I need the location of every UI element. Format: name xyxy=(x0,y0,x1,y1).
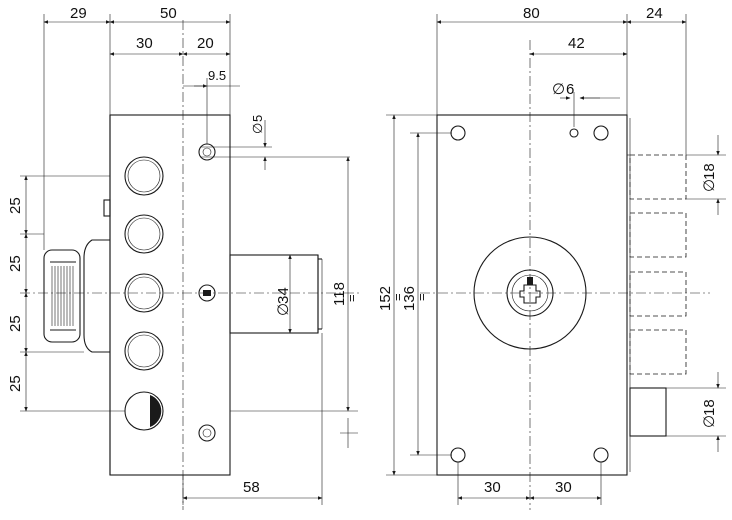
dim-20: 20 xyxy=(197,35,214,52)
dim-30-bottom-b: 30 xyxy=(555,479,572,496)
dim-diameter-18-b-symbol: ∅ xyxy=(701,415,718,428)
dim-50: 50 xyxy=(160,5,177,22)
dim-9-5: 9.5 xyxy=(208,68,226,83)
dim-25-d: 25 xyxy=(7,375,24,392)
cylinder-bolt xyxy=(229,254,323,334)
dim-25-b: 25 xyxy=(7,255,24,272)
right-view: 80 24 42 ∅ 6 152 = 136 = ∅ 18 xyxy=(377,5,726,510)
dim-diameter-6: 6 xyxy=(566,81,574,98)
bolts-front xyxy=(627,154,687,437)
dim-136-tolerance: = xyxy=(414,293,429,301)
dim-118-tolerance: = xyxy=(344,294,359,302)
dim-58: 58 xyxy=(243,479,260,496)
bolt-openings xyxy=(124,156,164,431)
dim-25-c: 25 xyxy=(7,315,24,332)
dim-diameter-5-symbol: ∅ xyxy=(250,123,265,134)
dim-136: 136 xyxy=(401,286,418,311)
dim-diameter-6-symbol: ∅ xyxy=(552,81,565,98)
dim-25-a: 25 xyxy=(7,197,24,214)
dim-diameter-34: 34 xyxy=(275,287,292,304)
dim-42: 42 xyxy=(568,35,585,52)
dim-diameter-18-a-symbol: ∅ xyxy=(701,179,718,192)
left-view: 29 50 30 20 9.5 ∅ 5 25 25 xyxy=(7,5,360,510)
dim-diameter-18-a: 18 xyxy=(701,163,718,180)
dim-diameter-34-symbol: ∅ xyxy=(275,303,292,316)
dim-24: 24 xyxy=(646,5,663,22)
dim-diameter-18-b: 18 xyxy=(701,399,718,416)
dim-80: 80 xyxy=(523,5,540,22)
dim-29: 29 xyxy=(70,5,87,22)
thumb-turn-knob xyxy=(43,249,81,343)
lock-body-front xyxy=(436,114,628,476)
dim-152-tolerance: = xyxy=(390,293,405,301)
dim-152: 152 xyxy=(377,286,394,311)
key-cylinder xyxy=(473,236,587,350)
dim-30-bottom-a: 30 xyxy=(484,479,501,496)
dim-118: 118 xyxy=(331,282,348,306)
dim-30-top-left: 30 xyxy=(136,35,153,52)
dim-diameter-5: 5 xyxy=(250,115,265,122)
screw-holes-side xyxy=(198,143,216,442)
